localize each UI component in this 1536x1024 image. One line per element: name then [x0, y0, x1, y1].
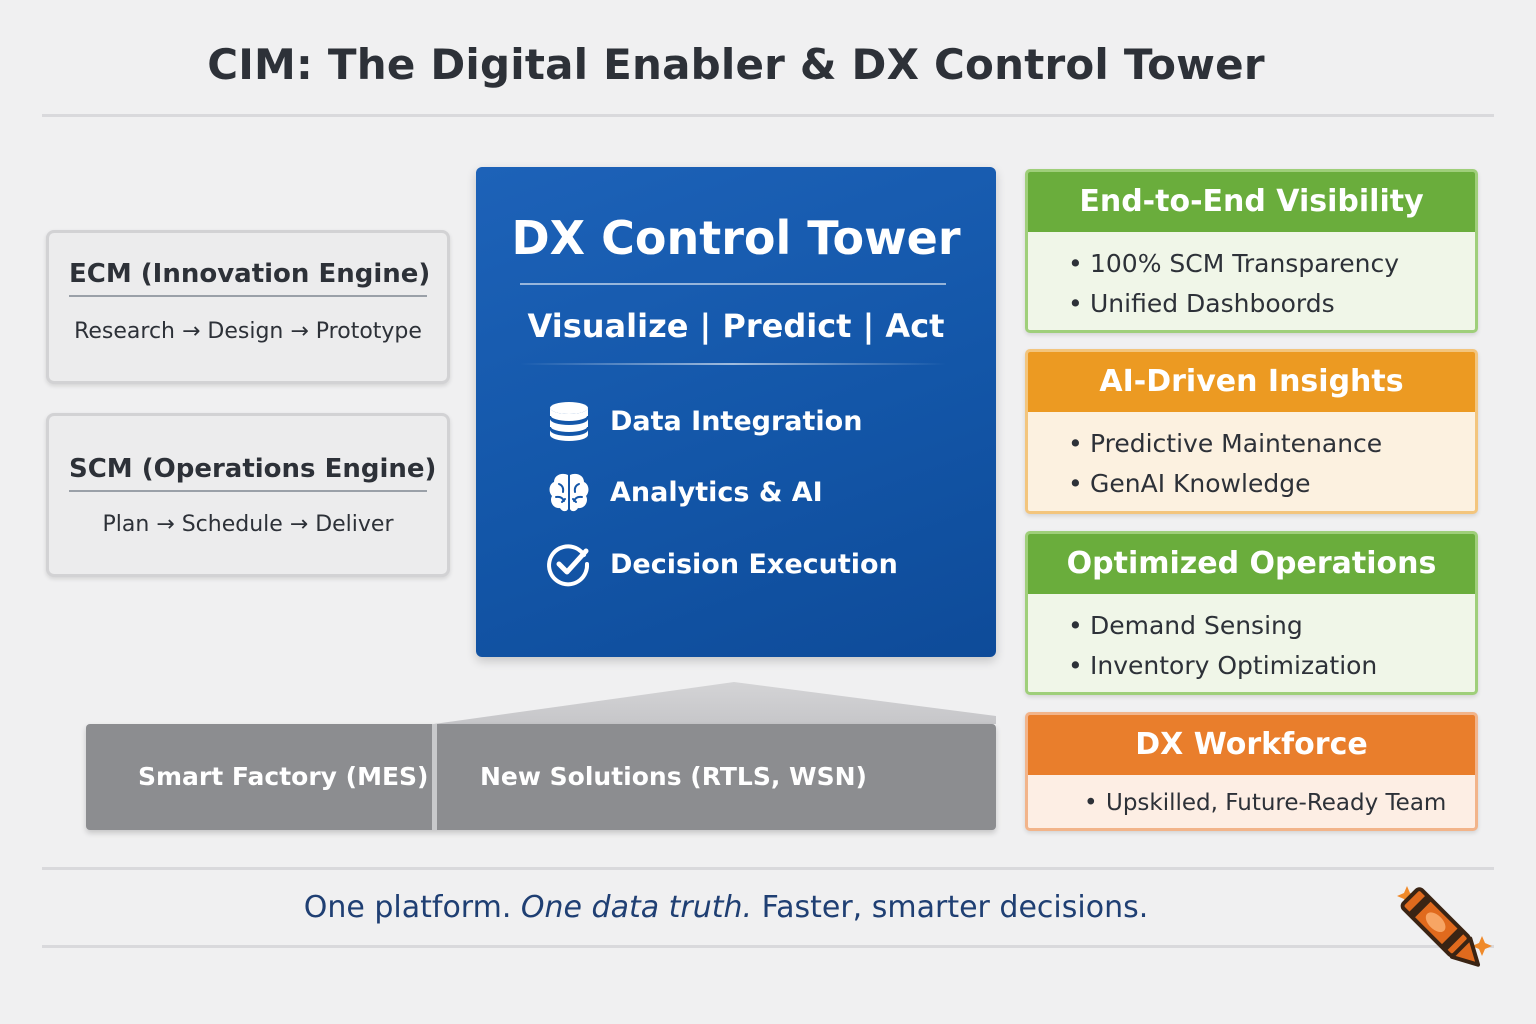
panel-item: Inventory Optimization	[1068, 646, 1475, 686]
title-divider	[42, 114, 1494, 117]
page-title: CIM: The Digital Enabler & DX Control To…	[207, 40, 1265, 89]
ecm-engine-title: ECM (Innovation Engine)	[69, 259, 430, 297]
new-solutions-label: New Solutions (RTLS, WSN)	[480, 762, 867, 791]
platform-support-shape	[434, 682, 996, 724]
panel-title: DX Workforce	[1028, 715, 1475, 775]
panel-title: AI-Driven Insights	[1028, 352, 1475, 412]
scm-engine-flow: Plan → Schedule → Deliver	[102, 512, 394, 537]
panel-dx-workforce: DX Workforce Upskilled, Future-Ready Tea…	[1025, 712, 1478, 831]
crayon-icon	[1397, 886, 1492, 967]
panel-item: Upskilled, Future-Ready Team	[1084, 783, 1475, 823]
tagline-part: Faster, smarter decisions.	[752, 890, 1149, 925]
panel-ai-driven-insights: AI-Driven Insights Predictive Maintenanc…	[1025, 349, 1478, 514]
brain-icon	[544, 468, 594, 516]
panel-optimized-operations: Optimized Operations Demand Sensing Inve…	[1025, 531, 1478, 695]
panel-end-to-end-visibility: End-to-End Visibility 100% SCM Transpare…	[1025, 169, 1478, 333]
panel-item: Unified Dashboords	[1068, 284, 1475, 324]
capability-label: Decision Execution	[610, 548, 898, 580]
panel-title: Optimized Operations	[1028, 534, 1475, 594]
footer-divider-bottom	[42, 945, 1494, 948]
platform-divider	[432, 724, 437, 830]
check-circle-icon	[544, 540, 594, 588]
panel-item: 100% SCM Transparency	[1068, 244, 1475, 284]
tower-divider-glow	[520, 363, 946, 365]
capability-label: Analytics & AI	[610, 476, 823, 508]
capability-label: Data Integration	[610, 405, 863, 437]
tower-title: DX Control Tower	[511, 211, 961, 265]
scm-engine-title: SCM (Operations Engine)	[69, 454, 436, 492]
dx-control-tower: DX Control Tower Visualize | Predict | A…	[476, 167, 996, 657]
tower-divider	[520, 283, 946, 285]
tower-tagline: Visualize | Predict | Act	[527, 307, 945, 345]
ecm-engine-flow: Research → Design → Prototype	[74, 319, 422, 344]
foundation-platform: Smart Factory (MES) New Solutions (RTLS,…	[86, 724, 996, 830]
smart-factory-label: Smart Factory (MES)	[138, 762, 429, 791]
capability-analytics-ai: Analytics & AI	[544, 468, 823, 516]
footer-tagline: One platform. One data truth. Faster, sm…	[0, 890, 1452, 925]
ecm-engine-card: ECM (Innovation Engine) Research → Desig…	[46, 230, 450, 384]
capability-data-integration: Data Integration	[544, 397, 862, 445]
tagline-part: One platform.	[303, 890, 521, 925]
panel-item: GenAI Knowledge	[1068, 464, 1475, 504]
footer-divider-top	[42, 867, 1494, 870]
scm-engine-card: SCM (Operations Engine) Plan → Schedule …	[46, 413, 450, 577]
capability-decision-execution: Decision Execution	[544, 540, 898, 588]
panel-item: Demand Sensing	[1068, 606, 1475, 646]
tagline-emphasis: One data truth.	[520, 890, 753, 925]
panel-item: Predictive Maintenance	[1068, 424, 1475, 464]
panel-title: End-to-End Visibility	[1028, 172, 1475, 232]
database-icon	[544, 397, 594, 445]
